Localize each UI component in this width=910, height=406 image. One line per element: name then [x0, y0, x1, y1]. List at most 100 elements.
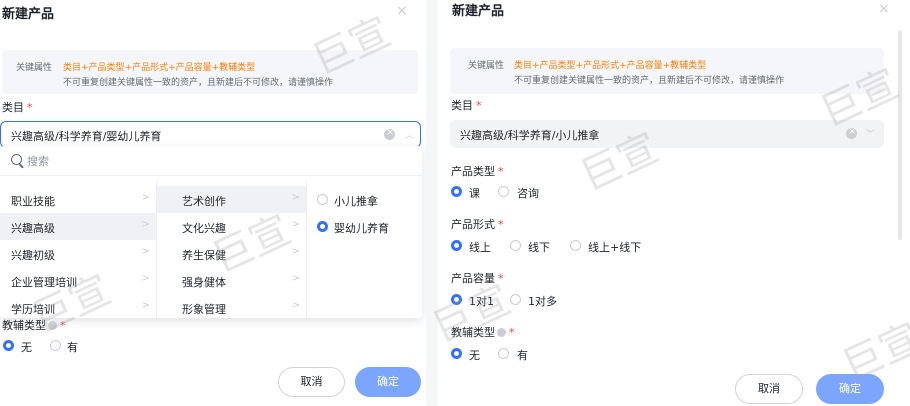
chevron-right-icon: > — [291, 300, 300, 311]
radio-none-selected[interactable] — [451, 348, 462, 359]
radio-label: 有 — [517, 349, 528, 362]
search-placeholder: 搜索 — [27, 155, 49, 168]
radio-consult[interactable] — [498, 186, 509, 197]
chevron-down-icon[interactable]: ﹀ — [866, 130, 876, 140]
radio-online-offline[interactable] — [570, 240, 581, 251]
left-create-product-dialog: 新建产品 × 关键属性 类目+产品类型+产品形式+产品容量+教辅类型 不可重复创… — [0, 0, 426, 406]
clear-icon[interactable] — [846, 126, 857, 139]
category-select[interactable]: 兴趣高级/科学养育/婴幼儿养育 ︿ — [0, 121, 421, 148]
cascader-option[interactable]: 职业技能> — [0, 186, 156, 213]
option-label: 兴趣初级 — [11, 249, 55, 262]
cascader-option[interactable]: 形象管理 > — [157, 294, 306, 318]
search-icon — [11, 154, 22, 165]
close-icon[interactable]: × — [396, 3, 408, 19]
radio-label: 无 — [469, 349, 480, 362]
category-select-value: 兴趣高级/科学养育/小儿推拿 — [460, 129, 600, 142]
key-attribute-notice: 关键属性 类目+产品类型+产品形式+产品容量+教辅类型 不可重复创建关键属性一致… — [450, 48, 884, 94]
cascader-option[interactable]: 文化兴趣 > — [157, 213, 306, 240]
option-label: 养生保健 — [182, 249, 226, 262]
help-icon[interactable] — [497, 328, 506, 337]
option-label: 小儿推拿 — [334, 195, 378, 208]
cancel-button[interactable]: 取消 — [735, 374, 803, 404]
radio-button-selected[interactable] — [317, 221, 328, 232]
chevron-right-icon: > — [141, 246, 150, 257]
radio-has[interactable] — [50, 340, 61, 351]
key-attribute-note: 不可重复创建关键属性一致的资产，且新建后不可修改，请谨慎操作 — [514, 76, 785, 86]
radio-label: 线上 — [469, 241, 491, 254]
cascader-search[interactable]: 搜索 — [0, 146, 422, 176]
radio-none-selected[interactable] — [3, 340, 14, 351]
cascader-option[interactable]: 兴趣初级 > — [0, 240, 156, 267]
product-capacity-label-text: 产品容量 — [451, 272, 495, 285]
right-create-product-dialog: 新建产品 × 关键属性 类目+产品类型+产品形式+产品容量+教辅类型 不可重复创… — [438, 0, 910, 406]
option-label: 兴趣高级 — [11, 222, 55, 235]
radio-one-to-many[interactable] — [510, 294, 521, 305]
chevron-up-icon[interactable]: ︿ — [405, 131, 415, 141]
key-attribute-notice: 关键属性 类目+产品类型+产品形式+产品容量+教辅类型 不可重复创建关键属性一致… — [2, 50, 418, 94]
cascader-option[interactable]: 企业管理培训> — [0, 267, 156, 294]
category-select[interactable]: 兴趣高级/科学养育/小儿推拿 ﹀ — [450, 120, 884, 148]
cascader-option-selected[interactable]: 兴趣高级 > — [0, 213, 156, 240]
key-attribute-value: 类目+产品类型+产品形式+产品容量+教辅类型 — [63, 63, 256, 73]
help-icon[interactable] — [48, 321, 57, 330]
product-form-label: 产品形式* — [451, 216, 504, 232]
product-type-label: 产品类型* — [451, 163, 504, 179]
teaching-type-label-text: 教辅类型 — [451, 326, 495, 339]
required-mark: * — [498, 272, 504, 285]
option-label: 形象管理 — [182, 303, 226, 316]
radio-button[interactable] — [317, 194, 328, 205]
cascader-leaf-option[interactable]: 小儿推拿 — [307, 186, 422, 213]
option-label: 艺术创作 — [182, 195, 226, 208]
cascader-column-3: 小儿推拿 婴幼儿养育 — [307, 180, 422, 318]
cascader-dropdown: 搜索 职业技能> 兴趣高级> 兴趣初级> 企业管理培训> 学历培训> 艺术创作>… — [0, 146, 422, 318]
cascader-option-selected[interactable]: 艺术创作 > — [157, 186, 306, 213]
radio-course-selected[interactable] — [451, 186, 462, 197]
radio-has[interactable] — [498, 348, 509, 359]
required-mark: * — [27, 101, 33, 114]
key-attribute-label: 关键属性 — [468, 61, 505, 71]
category-label: 类目* — [2, 99, 33, 115]
required-mark: * — [498, 165, 504, 178]
option-label: 职业技能 — [11, 195, 55, 208]
chevron-right-icon: > — [291, 192, 300, 203]
cascader-option[interactable]: 养生保健> — [157, 240, 306, 267]
confirm-button[interactable]: 确定 — [355, 367, 421, 397]
required-mark: * — [509, 326, 515, 339]
radio-label: 1对多 — [528, 295, 557, 308]
required-mark: * — [60, 319, 66, 332]
dialog-scrollbar[interactable] — [898, 30, 902, 240]
radio-label: 1对1 — [469, 295, 494, 308]
chevron-right-icon: > — [141, 273, 150, 284]
cascader-option[interactable]: 强身健体> — [157, 267, 306, 294]
chevron-right-icon: > — [291, 273, 300, 284]
radio-online-selected[interactable] — [451, 240, 462, 251]
key-attribute-value: 类目+产品类型+产品形式+产品容量+教辅类型 — [514, 61, 707, 71]
radio-label: 线上+线下 — [588, 241, 642, 254]
cascader-column-1: 职业技能> 兴趣高级> 兴趣初级> 企业管理培训> 学历培训> — [0, 180, 157, 318]
teaching-type-label: 教辅类型 * — [451, 324, 515, 340]
radio-label: 无 — [21, 341, 32, 354]
cascader-option[interactable]: 学历培训 > — [0, 294, 156, 318]
panel-divider — [426, 0, 438, 406]
radio-label: 课 — [469, 187, 480, 200]
chevron-right-icon: > — [291, 219, 300, 230]
option-label: 文化兴趣 — [182, 222, 226, 235]
confirm-button[interactable]: 确定 — [816, 374, 884, 404]
category-label-text: 类目 — [451, 99, 473, 112]
radio-offline[interactable] — [510, 240, 521, 251]
chevron-right-icon: > — [141, 219, 150, 230]
clear-icon[interactable] — [384, 127, 395, 140]
cancel-button[interactable]: 取消 — [278, 367, 345, 397]
teaching-type-label: 教辅类型* — [2, 317, 66, 333]
dialog-title: 新建产品 — [2, 7, 55, 22]
close-icon[interactable]: × — [878, 1, 890, 17]
category-select-value: 兴趣高级/科学养育/婴幼儿养育 — [11, 130, 162, 143]
radio-label: 线下 — [528, 241, 550, 254]
cascader-leaf-option-selected[interactable]: 婴幼儿养育 — [307, 213, 422, 240]
key-attribute-note: 不可重复创建关键属性一致的资产，且新建后不可修改，请谨慎操作 — [63, 78, 334, 88]
chevron-right-icon: > — [141, 300, 150, 311]
radio-one-to-one-selected[interactable] — [451, 294, 462, 305]
option-label: 学历培训 — [11, 303, 55, 316]
option-label: 婴幼儿养育 — [334, 222, 389, 235]
category-label: 类目* — [451, 97, 482, 113]
